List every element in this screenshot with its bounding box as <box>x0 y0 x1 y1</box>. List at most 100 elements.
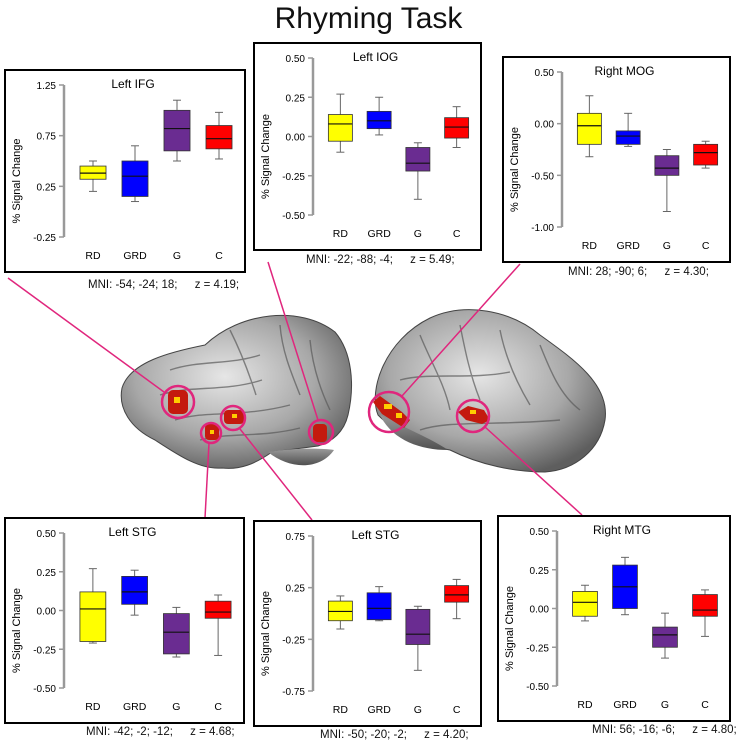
mni-left-stg-1: MNI: -42; -2; -12; z = 4.68; <box>86 726 235 738</box>
x-category-label: GRD <box>367 704 391 716</box>
box-plot-chart: Right MOG% Signal Change0.500.00-0.50-1.… <box>502 56 731 263</box>
chart-title: Left IFG <box>111 77 154 91</box>
y-tick-label: 0.75 <box>37 132 57 143</box>
y-axis-label: % Signal Change <box>260 591 272 676</box>
box-g <box>652 612 678 659</box>
box-c <box>692 589 718 637</box>
box-iqr <box>576 112 602 145</box>
y-axis-label: % Signal Change <box>11 138 23 223</box>
box-grd <box>121 569 148 616</box>
chart-title: Left STG <box>108 525 156 539</box>
connector-right-mog <box>401 263 521 397</box>
y-tick-label: 0.25 <box>286 93 306 104</box>
mni-coords: MNI: 56; -16; -6; <box>592 724 676 736</box>
x-category-label: C <box>214 701 222 713</box>
y-tick-label: -0.50 <box>33 684 56 695</box>
y-axis-label: % Signal Change <box>504 586 516 671</box>
box-rd <box>572 584 598 622</box>
box-c <box>204 594 232 656</box>
z-score: z = 4.20; <box>424 729 469 741</box>
box-g <box>163 606 190 658</box>
box-plot-chart: Left STG% Signal Change0.750.25-0.25-0.7… <box>253 520 482 727</box>
box-iqr <box>327 114 353 142</box>
y-tick-label: 0.50 <box>535 68 555 79</box>
z-score: z = 4.19; <box>194 279 240 291</box>
box-iqr <box>444 117 470 139</box>
mni-coords: MNI: 28; -90; 6; <box>568 266 648 278</box>
x-category-label: RD <box>333 228 349 240</box>
box-g <box>405 605 431 671</box>
box-g <box>163 99 191 162</box>
y-tick-label: 0.25 <box>530 566 550 577</box>
box-c <box>444 578 470 620</box>
x-category-label: GRD <box>123 250 147 262</box>
box-iqr <box>121 576 148 605</box>
box-g <box>654 149 680 212</box>
x-category-label: C <box>701 699 709 711</box>
y-axis-label: % Signal Change <box>260 114 272 199</box>
y-tick-label: 0.00 <box>37 607 57 618</box>
y-tick-label: 0.50 <box>286 54 306 65</box>
x-category-label: RD <box>333 704 349 716</box>
x-category-label: RD <box>85 701 101 713</box>
box-iqr <box>405 147 431 172</box>
right-hemisphere-brain <box>373 309 606 473</box>
connector-right-mtg <box>484 426 583 516</box>
y-tick-label: -0.50 <box>282 211 305 222</box>
box-iqr <box>693 143 719 166</box>
roi-circle-right-mog <box>367 390 411 434</box>
box-grd <box>366 96 392 136</box>
x-category-label: G <box>414 228 422 240</box>
box-grd <box>612 556 638 616</box>
z-score: z = 4.68; <box>190 726 235 738</box>
y-tick-label: 0.00 <box>530 605 550 616</box>
connector-left-iog <box>267 261 319 421</box>
box-g <box>405 142 431 200</box>
box-rd <box>327 595 353 630</box>
x-category-label: C <box>702 240 710 252</box>
y-tick-label: -0.50 <box>531 171 554 182</box>
panel-frame <box>253 520 482 727</box>
x-category-label: G <box>661 699 669 711</box>
chart-title: Right MOG <box>594 64 654 78</box>
y-tick-label: -0.25 <box>282 635 305 646</box>
connector-left-stg-a <box>204 442 210 519</box>
connector-left-ifg <box>7 277 165 393</box>
panel-frame <box>502 56 731 263</box>
y-tick-label: -0.50 <box>526 682 549 693</box>
box-plot-chart: Left IOG% Signal Change0.500.250.00-0.25… <box>253 42 482 251</box>
mni-coords: MNI: -54; -24; 18; <box>88 279 178 291</box>
y-axis-label: % Signal Change <box>11 588 23 673</box>
x-category-label: C <box>453 228 461 240</box>
y-tick-label: 0.25 <box>37 182 57 193</box>
box-iqr <box>366 110 392 130</box>
z-score: z = 4.80; <box>692 724 737 736</box>
y-tick-label: 0.00 <box>286 133 306 144</box>
x-category-label: GRD <box>613 699 637 711</box>
roi-circle-left-ifg <box>160 384 196 420</box>
connector-left-stg-b <box>239 428 313 521</box>
panel-frame <box>253 42 482 251</box>
x-category-label: G <box>172 701 180 713</box>
y-tick-label: 0.00 <box>535 120 555 131</box>
y-axis-label: % Signal Change <box>509 127 521 212</box>
y-tick-label: -0.25 <box>282 172 305 183</box>
y-tick-label: 0.50 <box>530 527 550 538</box>
mni-left-iog: MNI: -22; -88; -4; z = 5.49; <box>306 254 455 266</box>
mni-left-ifg: MNI: -54; -24; 18; z = 4.19; <box>88 279 239 291</box>
y-tick-label: 1.25 <box>37 81 57 92</box>
x-category-label: C <box>215 250 223 262</box>
box-iqr <box>405 608 431 645</box>
y-tick-label: -0.75 <box>282 687 305 698</box>
mni-coords: MNI: -22; -88; -4; <box>306 254 393 266</box>
box-iqr <box>692 594 718 617</box>
box-rd <box>576 95 602 158</box>
roi-circle-right-mtg <box>455 398 491 434</box>
x-category-label: RD <box>577 699 593 711</box>
x-category-label: GRD <box>616 240 640 252</box>
y-tick-label: -0.25 <box>33 645 56 656</box>
box-iqr <box>654 155 680 176</box>
